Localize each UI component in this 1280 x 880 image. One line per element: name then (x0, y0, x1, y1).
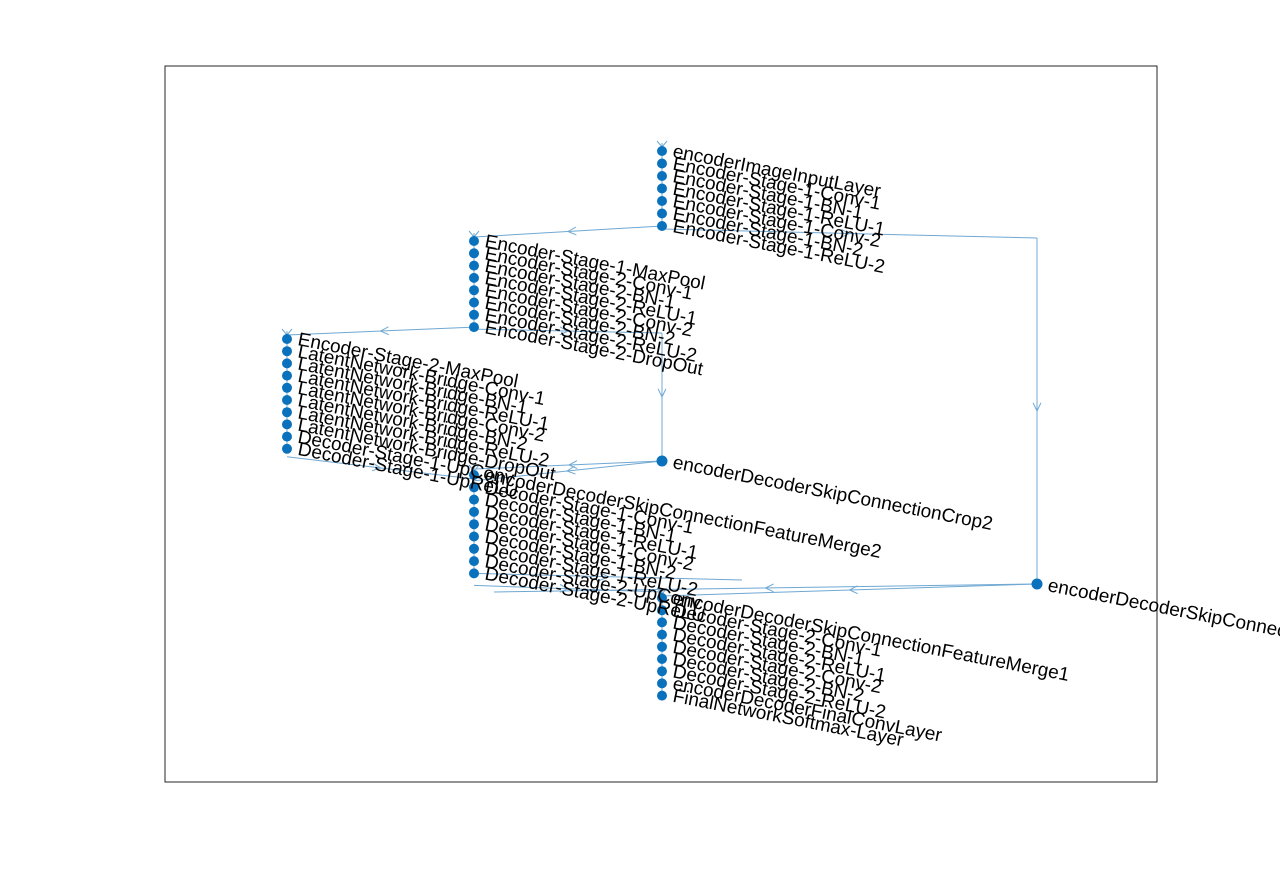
graph-node (469, 309, 479, 320)
graph-node (657, 171, 667, 181)
edge-arrowhead (1032, 402, 1042, 413)
edge-arrowhead (559, 326, 570, 336)
graph-node (282, 407, 292, 418)
nodes-group (282, 146, 1043, 701)
graph-node (657, 690, 667, 701)
edge-arrowhead (565, 465, 576, 475)
graph-node (282, 431, 292, 442)
edge-arrowhead (379, 326, 389, 336)
graph-node (469, 494, 479, 505)
edge-arrowhead (848, 585, 858, 595)
edge-arrowhead (566, 226, 577, 236)
edge-arrowhead (599, 572, 610, 581)
graph-node (657, 666, 667, 677)
edge-arrowhead (371, 462, 382, 472)
graph-node (657, 146, 667, 156)
edge-arrowhead (764, 583, 774, 593)
graph-node (282, 395, 292, 405)
graph-node (657, 208, 667, 219)
graph-node (469, 482, 479, 493)
graph-node (469, 531, 479, 542)
graph-node (657, 641, 667, 652)
graph-node (469, 519, 479, 530)
graph-node (657, 617, 667, 628)
graph-node (657, 629, 667, 640)
graph-node (657, 158, 667, 169)
graph-node (657, 593, 667, 603)
graph-node (469, 470, 479, 480)
graph-node (657, 183, 667, 194)
graph-node (469, 272, 479, 283)
graph-node (657, 221, 667, 231)
graph-node (469, 556, 479, 567)
graph-node (282, 370, 292, 381)
graph-node (657, 196, 667, 206)
graph-node (657, 678, 667, 689)
edge-arrowhead (567, 460, 578, 470)
graph-node (469, 236, 479, 246)
graph-node (657, 654, 667, 664)
edge-arrowhead (841, 228, 851, 238)
graph-node (282, 358, 292, 369)
graph-node (282, 382, 292, 393)
graph-node (469, 248, 479, 259)
graph-node (282, 419, 292, 430)
graph-node (282, 346, 292, 357)
graph-node (469, 285, 479, 296)
graph-node (469, 260, 479, 271)
crop-node (1031, 578, 1043, 590)
graph-node (469, 568, 479, 579)
crop-node (656, 455, 668, 467)
graph-node (469, 322, 479, 333)
graph-node (282, 334, 292, 344)
edge-arrowhead (657, 388, 667, 399)
graph-node (469, 506, 479, 517)
graph-node (469, 297, 479, 308)
graph-node (469, 543, 479, 554)
graph-node (282, 443, 292, 454)
graph-node (657, 605, 667, 616)
